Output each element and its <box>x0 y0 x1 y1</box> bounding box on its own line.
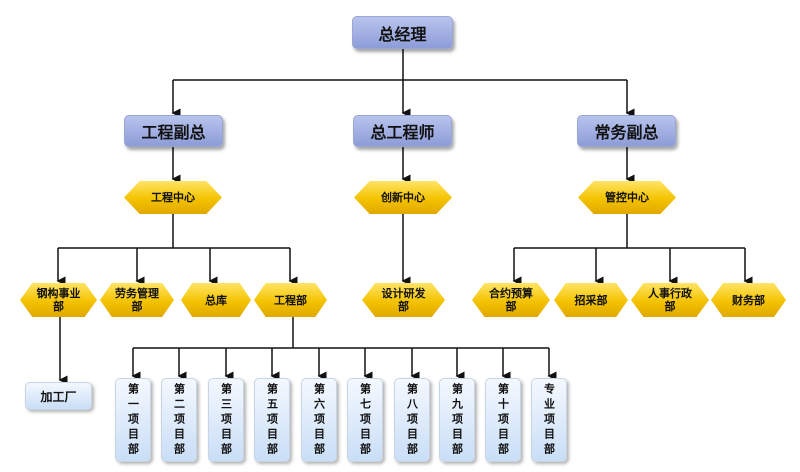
node-eng-dept: 钢构事业部 <box>20 283 97 317</box>
node-project: 第六项目部 <box>301 378 337 462</box>
node-center: 管控中心 <box>578 181 676 214</box>
node-project: 第十项目部 <box>485 378 521 462</box>
node-ctrl-dept: 财务部 <box>711 283 786 317</box>
node-vp: 常务副总 <box>577 115 676 147</box>
node-project: 第五项目部 <box>254 378 290 462</box>
node-ctrl-dept: 人事行政部 <box>631 283 709 317</box>
node-project: 第二项目部 <box>161 378 197 462</box>
node-center: 创新中心 <box>354 181 452 214</box>
node-center: 工程中心 <box>124 181 222 214</box>
node-eng-dept: 总库 <box>181 283 251 317</box>
node-eng-dept: 劳务管理部 <box>100 283 174 317</box>
node-innov-dept: 设计研发部 <box>362 283 445 317</box>
node-factory: 加工厂 <box>25 382 92 410</box>
node-project: 第七项目部 <box>347 378 383 462</box>
node-project: 第一项目部 <box>115 378 151 462</box>
node-ctrl-dept: 招采部 <box>554 283 628 317</box>
node-project: 第八项目部 <box>394 378 430 462</box>
node-vp: 总工程师 <box>353 115 452 147</box>
node-eng-dept: 工程部 <box>254 283 327 317</box>
node-ctrl-dept: 合约预算部 <box>472 283 550 317</box>
node-general-manager: 总经理 <box>352 16 453 49</box>
node-project: 第三项目部 <box>208 378 244 462</box>
node-project: 专业项目部 <box>531 378 567 462</box>
node-vp: 工程副总 <box>124 115 223 147</box>
node-project: 第九项目部 <box>439 378 475 462</box>
